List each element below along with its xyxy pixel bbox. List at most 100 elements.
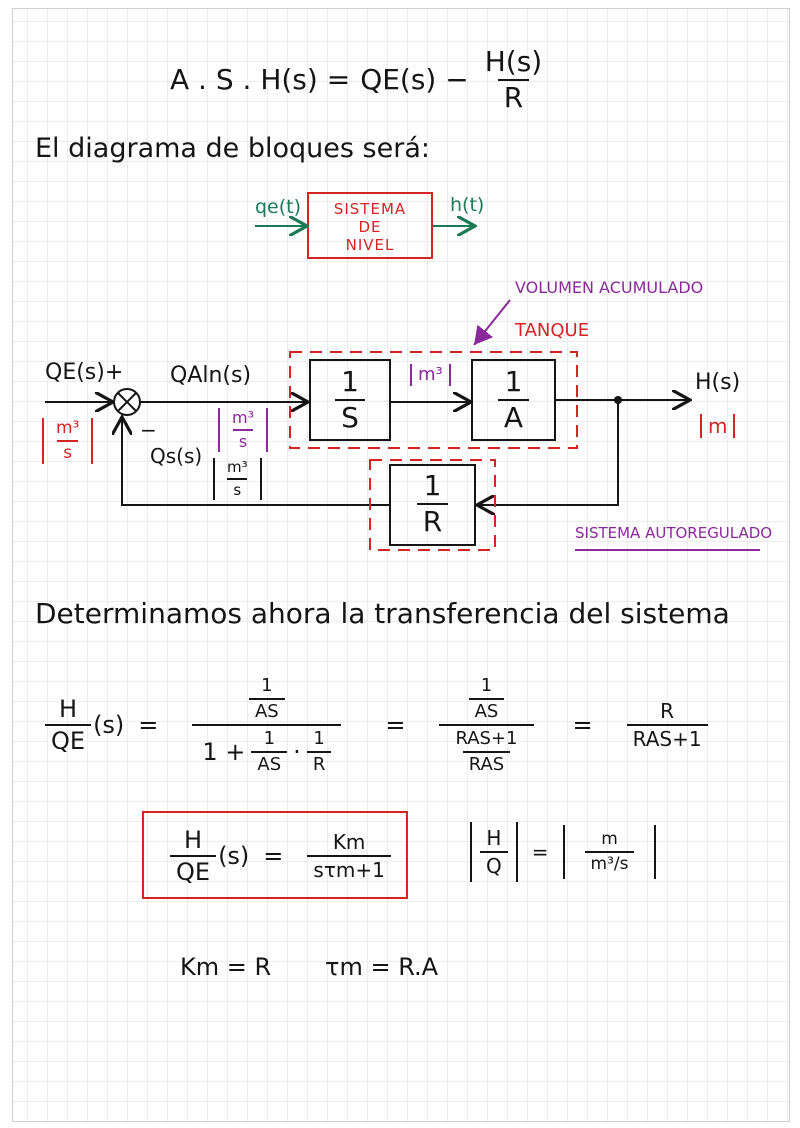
equals: = <box>385 711 406 739</box>
arg: (s) <box>93 711 125 739</box>
den: s <box>227 478 248 498</box>
plus-sign: + <box>104 360 124 385</box>
block-line: SISTEMA <box>333 200 407 218</box>
num: 1 <box>313 727 325 749</box>
num: 1 <box>504 365 523 398</box>
error-units: m³ s <box>218 408 268 452</box>
den: R <box>497 79 530 112</box>
tank-dashed-box <box>289 351 578 449</box>
gain-param: Km = R <box>180 953 272 981</box>
grid-page <box>12 8 790 1122</box>
den: Q <box>480 851 508 876</box>
h-over-r: H(s)R <box>479 48 549 112</box>
den: s <box>232 429 254 450</box>
dot: · <box>293 737 301 766</box>
num: Km <box>332 830 366 854</box>
level-equation: A . S . H(s) = QE(s) − H(s)R <box>170 48 548 112</box>
num: H <box>59 695 78 723</box>
num: 1 <box>341 365 359 398</box>
section-heading: Determinamos ahora la transferencia del … <box>35 597 730 630</box>
tank-annotation: TANQUE <box>515 320 590 341</box>
result-box <box>142 811 408 899</box>
integrator-block <box>309 359 391 441</box>
den: AS <box>468 697 505 721</box>
qe-label: QE(s) <box>45 360 105 385</box>
num: H <box>184 826 203 854</box>
den: RAS <box>462 750 511 774</box>
feedback-line <box>477 400 619 505</box>
den: AS <box>251 750 288 774</box>
num: H(s) <box>484 45 543 78</box>
output-signal-label: H(s) <box>695 370 741 395</box>
den: QE <box>45 724 92 753</box>
equals: = <box>531 840 549 864</box>
num: 1 <box>480 674 493 696</box>
feedback-signal-label: Qs(s) <box>150 444 203 468</box>
equals: = <box>263 842 284 870</box>
num: 1 <box>423 469 442 502</box>
error-signal-label: QAln(s) <box>170 363 252 388</box>
num: 1 <box>261 674 273 696</box>
block-line: DE <box>358 218 382 236</box>
feedback-units: m³ s <box>213 458 262 500</box>
units: m³ <box>410 364 451 386</box>
volume-units: m³ <box>410 364 451 386</box>
num: m³ <box>232 408 254 427</box>
num: R <box>660 699 675 723</box>
num: H <box>486 826 502 850</box>
time-constant-param: τm = R.A <box>325 953 439 981</box>
units: m <box>700 414 736 438</box>
equals: = <box>138 711 159 739</box>
volume-pointer-arrow <box>473 299 511 346</box>
system-annotation: SISTEMA AUTOREGULADO <box>575 524 773 542</box>
equals: = <box>572 711 593 739</box>
num: m³ <box>56 418 80 438</box>
block-line: NIVEL <box>345 236 395 254</box>
den: R <box>416 503 449 536</box>
output-units: m <box>700 414 736 438</box>
output-label: h(t) <box>450 194 485 216</box>
den: QE <box>170 855 217 884</box>
summing-junction <box>113 388 141 416</box>
den: S <box>335 399 365 432</box>
prefix: 1 + <box>202 737 246 766</box>
den: m³/s <box>584 851 635 873</box>
den: s <box>57 440 79 462</box>
feedback-return-line <box>122 417 390 506</box>
intro-text: El diagrama de bloques será: <box>35 133 430 164</box>
den: AS <box>248 697 285 721</box>
minus-sign: − <box>140 418 157 442</box>
den: sτm+1 <box>307 855 391 880</box>
equation-lhs: A . S . H(s) = <box>170 63 351 96</box>
num: 1 <box>263 727 276 749</box>
input-signal-label: QE(s)+ <box>45 362 123 384</box>
system-block-label: SISTEMA DE NIVEL <box>308 200 432 254</box>
num: m³ <box>227 458 248 476</box>
den: RAS+1 <box>626 724 708 749</box>
arg: (s) <box>218 842 250 870</box>
num: RAS+1 <box>455 727 518 749</box>
den: R <box>306 750 332 774</box>
volume-annotation: VOLUMEN ACUMULADO <box>515 278 704 297</box>
valve-dashed-box <box>369 459 496 551</box>
den: A <box>497 399 530 432</box>
input-label: qe(t) <box>255 196 302 218</box>
